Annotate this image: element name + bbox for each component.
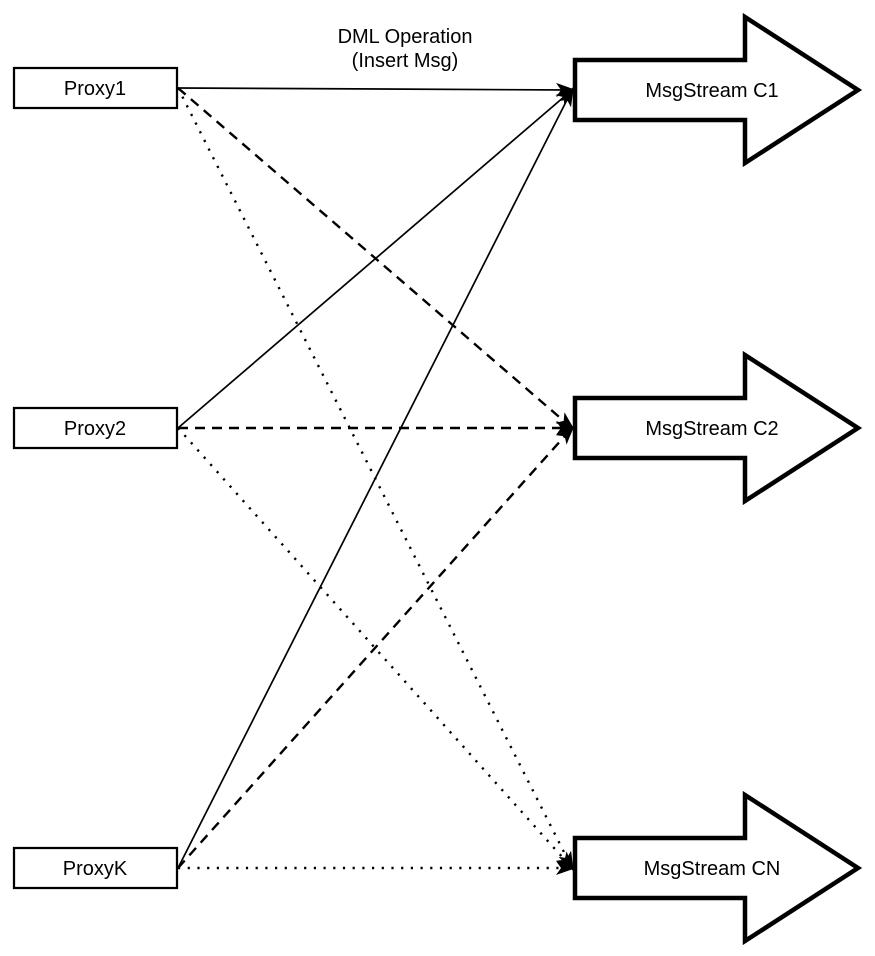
edge-proxy1-c2 — [177, 87, 576, 431]
edge-proxy2-cn — [177, 427, 575, 871]
diagram-title-line2: (Insert Msg) — [352, 50, 459, 72]
stream-node-cn: MsgStream CN — [572, 790, 863, 946]
c1-label: MsgStream C1 — [645, 80, 778, 102]
cn-label: MsgStream CN — [644, 858, 781, 880]
c1-block-arrow-shape — [572, 12, 863, 168]
proxy2-box — [12, 406, 179, 450]
cn-block-arrow-shape — [572, 790, 863, 946]
proxy2-label: Proxy2 — [64, 418, 126, 440]
proxy1-label: Proxy1 — [64, 78, 126, 100]
proxy-node-proxyk: ProxyK — [12, 846, 179, 890]
edge-proxy1-cn — [176, 87, 574, 872]
diagram-title-line1: DML Operation — [338, 26, 473, 48]
stream-node-c1: MsgStream C1 — [572, 12, 863, 168]
c2-label: MsgStream C2 — [645, 418, 778, 440]
c2-block-arrow-shape — [572, 350, 863, 506]
proxy-node-proxy2: Proxy2 — [12, 406, 179, 450]
proxyk-box — [12, 846, 179, 890]
edge-proxyk-c2 — [177, 425, 575, 869]
proxy-node-proxy1: Proxy1 — [12, 66, 179, 110]
edge-proxy1-c1 — [177, 82, 576, 97]
edges-layer — [176, 82, 576, 875]
stream-node-c2: MsgStream C2 — [572, 350, 863, 506]
proxy1-box — [12, 66, 179, 110]
proxyk-label: ProxyK — [63, 858, 128, 880]
